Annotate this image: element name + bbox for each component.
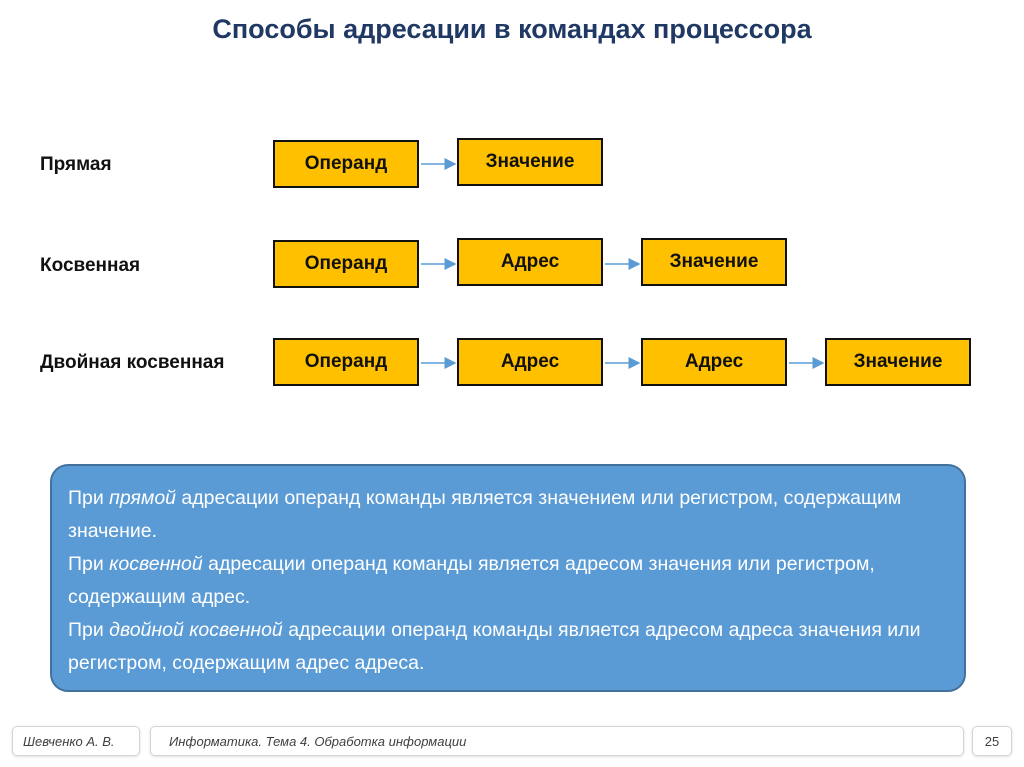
row-label-direct: Прямая — [40, 154, 112, 175]
note-double-indirect: При двойной косвенной адресации операнд … — [68, 619, 921, 674]
operand-box: Операнд — [273, 140, 419, 188]
page-number: 25 — [972, 726, 1012, 756]
value-box: Значение — [641, 238, 787, 286]
address-box: Адрес — [457, 238, 603, 286]
row-label-indirect: Косвенная — [40, 255, 141, 276]
footer-author-text: Шевченко А. В. — [23, 733, 115, 749]
value-box: Значение — [825, 338, 971, 386]
value-box: Значение — [457, 138, 603, 186]
note-indirect: При косвенной адресации операнд команды … — [68, 553, 875, 608]
operand-box: Операнд — [273, 240, 419, 288]
address-box: Адрес — [457, 338, 603, 386]
footer-author: Шевченко А. В. — [12, 726, 140, 756]
explanation-box: При прямой адресации операнд команды явл… — [50, 464, 966, 692]
row-label-double-indirect: Двойная косвенная — [40, 352, 225, 373]
address-box: Адрес — [641, 338, 787, 386]
operand-box: Операнд — [273, 338, 419, 386]
page-number-text: 25 — [984, 733, 1000, 749]
footer-course-text: Информатика. Тема 4. Обработка информаци… — [169, 733, 467, 749]
footer-course: Информатика. Тема 4. Обработка информаци… — [150, 726, 964, 756]
slide-title: Способы адресации в командах процессора — [212, 14, 812, 44]
note-direct: При прямой адресации операнд команды явл… — [68, 487, 902, 542]
